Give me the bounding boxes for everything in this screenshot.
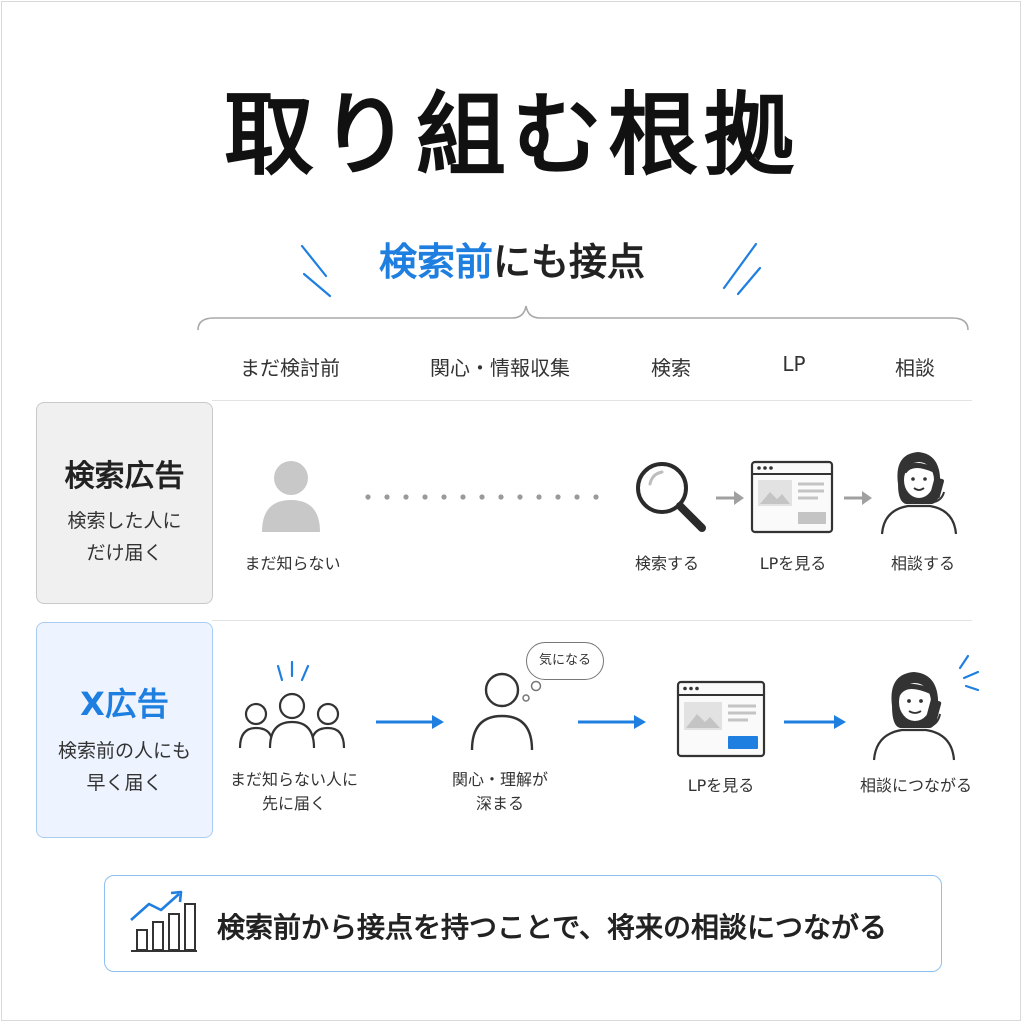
arrow-right-icon xyxy=(716,491,744,505)
search-ads-desc: 検索した人に だけ届く xyxy=(37,505,212,569)
search-ads-desc-line2: だけ届く xyxy=(86,542,163,564)
caption-search: 検索する xyxy=(634,554,699,573)
growth-chart-icon xyxy=(130,890,197,952)
person-silhouette-icon xyxy=(262,461,320,532)
caption-consult-row1: 相談する xyxy=(890,554,955,573)
caption-interest: 関心・理解が 深まる xyxy=(430,768,570,816)
sparkle-lines-icon-right xyxy=(722,242,762,296)
stage-label-search: 検索 xyxy=(651,356,691,380)
stage-label-pre: まだ検討前 xyxy=(240,356,340,380)
arrow-right-icon xyxy=(376,715,444,729)
bottom-message-box: 検索前から接点を持つことで、将来の相談につながる xyxy=(104,875,942,972)
brace xyxy=(197,305,969,331)
browser-window-icon xyxy=(750,460,834,534)
sparkle-lines-icon-left xyxy=(300,244,332,298)
subtitle: 検索前にも接点 xyxy=(0,240,1024,286)
bottom-message-text: 検索前から接点を持つことで、将来の相談につながる xyxy=(217,911,888,944)
x-ads-title: X広告 xyxy=(80,685,169,723)
arrow-right-icon xyxy=(844,491,872,505)
search-ads-title: 検索広告 xyxy=(64,459,185,494)
caption-unaware: まだ知らない xyxy=(244,554,341,573)
stage-label-consult: 相談 xyxy=(895,356,935,380)
arrow-right-icon xyxy=(784,715,846,729)
x-ads-box: X広告 検索前の人にも 早く届く xyxy=(36,622,213,838)
caption-interest-line1: 関心・理解が xyxy=(451,770,548,789)
thought-bubble-icon: 気になる xyxy=(526,642,604,680)
caption-lp-row1: LPを見る xyxy=(759,554,827,573)
person-phone-icon xyxy=(880,452,958,535)
x-ads-desc: 検索前の人にも 早く届く xyxy=(37,735,212,799)
caption-interest-line2: 深まる xyxy=(475,794,524,813)
caption-lp-row2: LPを見る xyxy=(687,776,755,795)
x-ads-desc-line1: 検索前の人にも xyxy=(57,740,191,762)
browser-window-icon xyxy=(676,680,766,758)
stage-label-interest: 関心・情報収集 xyxy=(430,356,570,380)
person-outline-icon xyxy=(470,672,534,751)
caption-consult-row2: 相談につながる xyxy=(859,776,972,795)
divider-middle xyxy=(212,620,972,621)
subtitle-accent: 検索前 xyxy=(378,240,493,284)
group-icon xyxy=(238,660,346,749)
stage-label-lp: LP xyxy=(782,352,806,376)
magnifier-icon xyxy=(636,462,706,532)
caption-reach-line1: まだ知らない人に xyxy=(229,770,358,789)
x-ads-desc-line2: 早く届く xyxy=(86,772,163,794)
sparkle-lines-icon xyxy=(958,654,980,692)
person-phone-icon xyxy=(872,672,956,761)
search-ads-box: 検索広告 検索した人に だけ届く xyxy=(36,402,213,604)
page-title: 取り組む根拠 xyxy=(224,83,800,188)
divider-top xyxy=(212,400,972,401)
arrow-right-icon xyxy=(578,715,646,729)
search-ads-desc-line1: 検索した人に xyxy=(67,510,182,532)
dotted-line xyxy=(365,494,599,500)
caption-reach: まだ知らない人に 先に届く xyxy=(214,768,374,816)
subtitle-rest: にも接点 xyxy=(493,240,646,284)
thought-bubble-dots xyxy=(522,680,542,702)
caption-reach-line2: 先に届く xyxy=(261,794,326,813)
